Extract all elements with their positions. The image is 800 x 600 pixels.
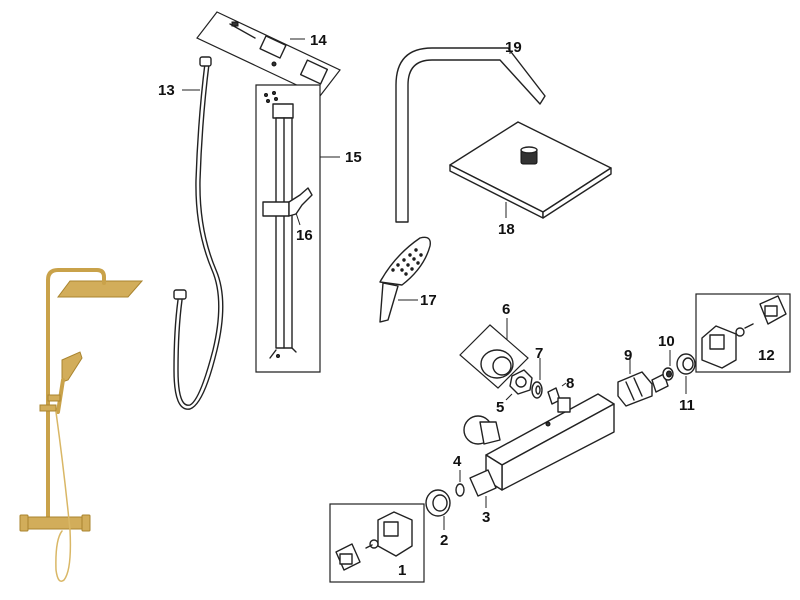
label-11: 11 <box>679 397 695 414</box>
part-15-riser-rail <box>255 84 340 373</box>
label-17: 17 <box>420 292 437 309</box>
part-1-flow-handle <box>329 503 425 583</box>
part-5-nut <box>505 369 533 401</box>
label-6: 6 <box>502 301 510 318</box>
label-5: 5 <box>496 399 504 416</box>
label-3: 3 <box>482 509 490 526</box>
label-15: 15 <box>345 149 362 166</box>
part-16-slider-holder <box>262 187 313 226</box>
part-6-wall-flange <box>459 318 529 389</box>
part-17-handset <box>379 236 431 323</box>
label-14: 14 <box>310 32 327 49</box>
part-12-temperature-handle <box>695 293 791 373</box>
part-18-shower-head <box>449 121 612 219</box>
label-8: 8 <box>566 375 574 392</box>
label-13: 13 <box>158 82 175 99</box>
assembled-shower-illustration <box>19 268 144 582</box>
part-4-filter <box>455 470 465 497</box>
label-9: 9 <box>624 347 632 364</box>
label-7: 7 <box>535 345 543 362</box>
label-4: 4 <box>453 453 462 470</box>
label-19: 19 <box>505 39 522 56</box>
part-14-fixing-kit <box>196 11 341 97</box>
label-10: 10 <box>658 333 675 350</box>
label-1: 1 <box>398 562 406 579</box>
label-18: 18 <box>498 221 515 238</box>
part-13-hose <box>173 56 224 410</box>
part-3-inlet <box>469 469 497 508</box>
part-10-spindle-adapter <box>662 350 674 381</box>
part-19-shower-arm <box>395 47 546 223</box>
part-2-eccentric-nut <box>425 489 451 530</box>
label-16: 16 <box>296 227 313 244</box>
part-7-washer <box>531 358 543 399</box>
part-11-retaining-nut <box>676 353 696 394</box>
label-2: 2 <box>440 532 448 549</box>
thermostatic-valve-body <box>463 393 615 491</box>
label-12: 12 <box>758 347 775 364</box>
